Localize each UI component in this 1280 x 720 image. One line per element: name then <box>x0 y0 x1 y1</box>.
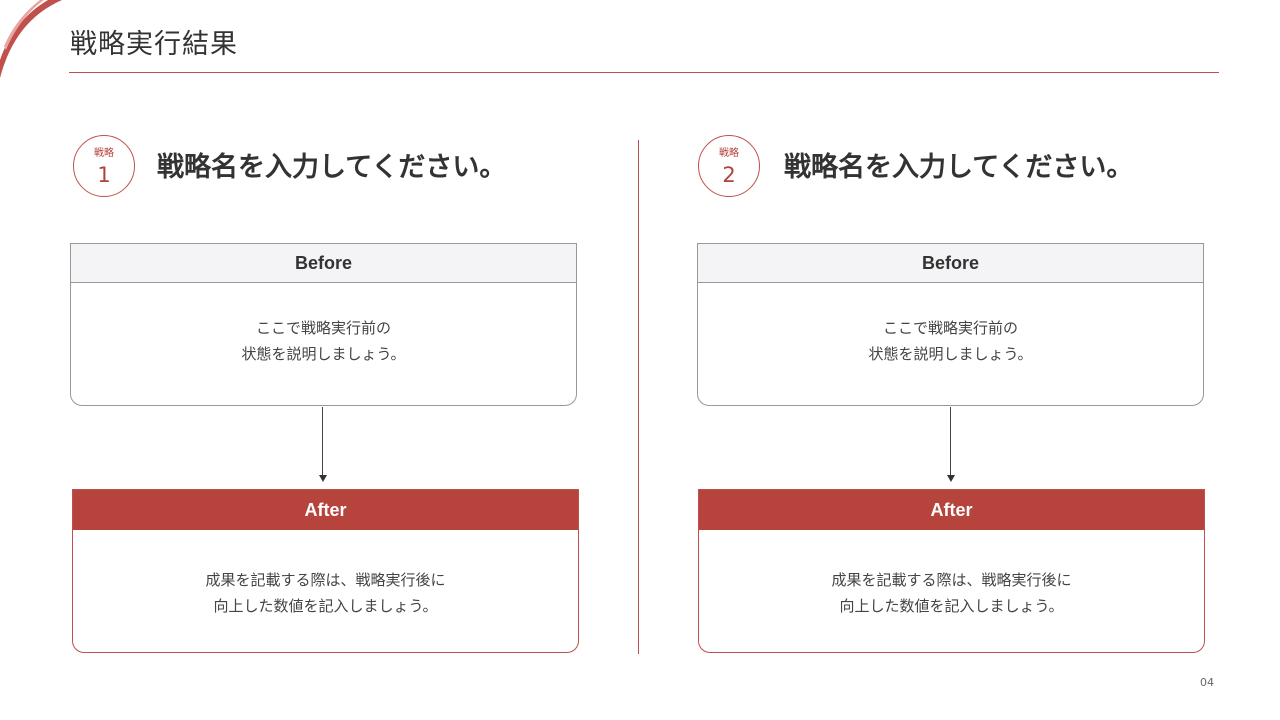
badge-label: 戦略 <box>719 148 739 159</box>
after-header: After <box>73 490 578 530</box>
before-box: Before ここで戦略実行前の 状態を説明しましょう。 <box>697 243 1204 406</box>
before-box: Before ここで戦略実行前の 状態を説明しましょう。 <box>70 243 577 406</box>
strategy-badge: 戦略 1 <box>73 135 135 197</box>
column-divider <box>638 140 639 654</box>
page-number: 04 <box>1200 676 1214 689</box>
badge-label: 戦略 <box>94 148 114 159</box>
after-header: After <box>699 490 1204 530</box>
after-box: After 成果を記載する際は、戦略実行後に 向上した数値を記入しましょう。 <box>72 489 579 653</box>
strategy-name: 戦略名を入力してください。 <box>784 152 1134 183</box>
strategy-name: 戦略名を入力してください。 <box>157 152 507 183</box>
before-description: ここで戦略実行前の 状態を説明しましょう。 <box>241 319 406 363</box>
corner-swoosh-decoration <box>0 0 62 78</box>
badge-number: 2 <box>722 163 736 187</box>
arrow-line <box>322 407 323 475</box>
arrow-line <box>950 407 951 475</box>
before-header: Before <box>698 244 1203 283</box>
strategy-badge: 戦略 2 <box>698 135 760 197</box>
after-box: After 成果を記載する際は、戦略実行後に 向上した数値を記入しましょう。 <box>698 489 1205 653</box>
before-description: ここで戦略実行前の 状態を説明しましょう。 <box>868 319 1033 363</box>
before-header: Before <box>71 244 576 283</box>
title-underline <box>69 72 1219 73</box>
arrow-down-icon <box>319 475 327 482</box>
after-description: 成果を記載する際は、戦略実行後に 向上した数値を記入しましょう。 <box>831 571 1072 615</box>
arrow-down-icon <box>947 475 955 482</box>
badge-number: 1 <box>97 163 111 187</box>
slide-title: 戦略実行結果 <box>70 29 238 60</box>
after-description: 成果を記載する際は、戦略実行後に 向上した数値を記入しましょう。 <box>205 571 446 615</box>
